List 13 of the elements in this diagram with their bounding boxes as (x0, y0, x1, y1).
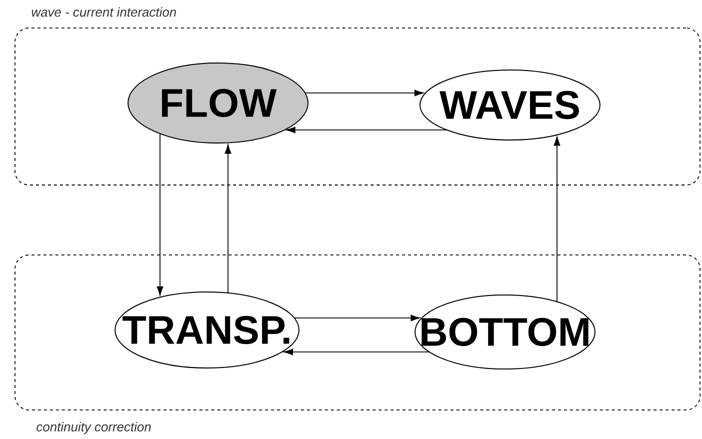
arrow (304, 90, 424, 96)
arrow (156, 133, 164, 296)
ellipse-node: WAVES (420, 69, 600, 140)
arrow (284, 348, 430, 356)
ellipse-node: BOTTOM (414, 294, 596, 370)
ellipse-node: FLOW (128, 62, 308, 144)
ellipse-node: TRANSP. (114, 291, 300, 368)
arrow (224, 144, 232, 294)
arrow (554, 136, 560, 302)
arrow (294, 314, 420, 322)
arrow (286, 126, 448, 134)
group-heading: continuity correction (36, 422, 151, 434)
group-heading: wave - current interaction (32, 7, 176, 17)
